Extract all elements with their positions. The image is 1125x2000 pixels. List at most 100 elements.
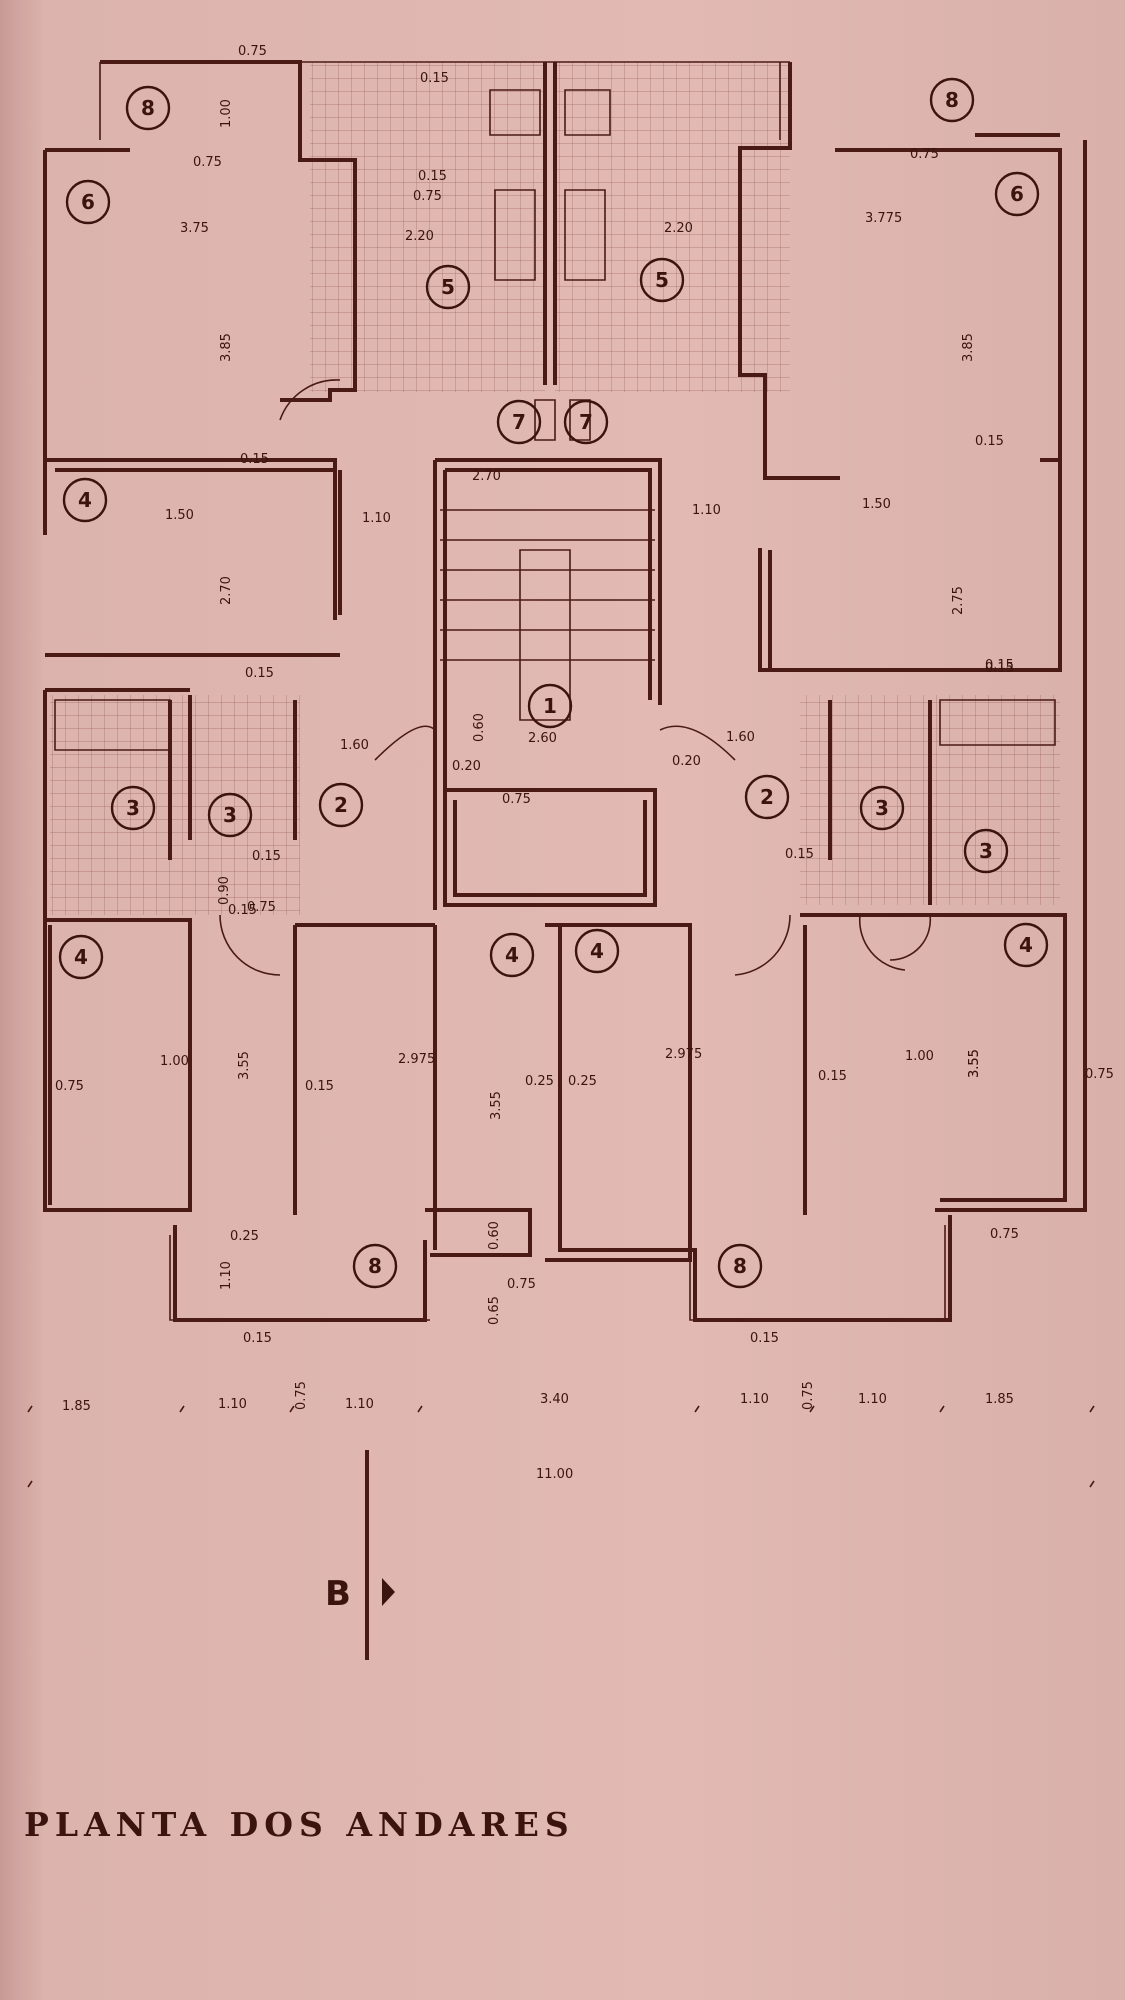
room-marker-3-r2: [963, 828, 1009, 874]
dimension-label: 0.75: [413, 189, 442, 204]
room-label: 4: [1019, 933, 1033, 957]
room-marker-3-r: [859, 785, 905, 831]
dimension-label: 3.775: [865, 211, 902, 226]
dimension-label: 11.00: [536, 1467, 573, 1482]
room-marker-4-ml: [62, 477, 108, 523]
room-label: 1: [543, 694, 557, 718]
dimension-label: 0.20: [672, 754, 701, 769]
dimension-label: 0.75: [247, 900, 276, 915]
room-label: 3: [979, 839, 993, 863]
dimension-label: 3.85: [219, 333, 234, 362]
room-label: 8: [733, 1254, 747, 1278]
partitions: [54, 61, 1056, 1321]
dimension-label: 3.55: [967, 1049, 982, 1078]
dimension-label: 1.10: [219, 1261, 234, 1290]
dimension-label: 0.15: [240, 452, 269, 467]
room-marker-4-bl2: [489, 932, 535, 978]
room-marker-8-tl: [125, 85, 171, 131]
dimension-label: 1.00: [905, 1049, 934, 1064]
dimension-label: 0.15: [818, 1069, 847, 1084]
dimension-label: 3.75: [180, 221, 209, 236]
room-marker-5-r: [639, 257, 685, 303]
drawing-title: PLANTA DOS ANDARES: [24, 1805, 575, 1844]
dimension-label: 1.10: [692, 503, 721, 518]
room-label: 2: [334, 793, 348, 817]
dimension-label: 0.65: [487, 1296, 502, 1325]
dimension-label: 0.15: [252, 849, 281, 864]
dimension-label: 2.70: [472, 469, 501, 484]
room-marker-4-br2: [1003, 922, 1049, 968]
room-marker-4-bl1: [58, 934, 104, 980]
dimension-label: 0.75: [294, 1381, 309, 1410]
dimension-label: 0.75: [801, 1381, 816, 1410]
room-markers: 8 8 6 6 5 5 7 7 4 1 3 3 3 3 2 2 4: [58, 77, 1049, 1289]
dimension-label: 0.15: [305, 1079, 334, 1094]
dimension-label: 0.75: [502, 792, 531, 807]
dimension-label: 0.60: [472, 713, 487, 742]
dimension-label: 0.15: [985, 658, 1014, 673]
dimension-label: 0.15: [985, 661, 1014, 676]
dimension-label: 3.55: [967, 1049, 982, 1078]
dimension-label: 0.25: [525, 1074, 554, 1089]
dimension-label: 1.10: [362, 511, 391, 526]
dimension-label: 3.40: [540, 1392, 569, 1407]
room-label: 4: [74, 945, 88, 969]
dimension-label: 3.85: [961, 333, 976, 362]
dimension-label: 1.60: [726, 730, 755, 745]
dimension-label: 0.75: [990, 1227, 1019, 1242]
dimension-label: 2.975: [398, 1052, 435, 1067]
room-marker-4-br1: [574, 928, 620, 974]
room-marker-8-bl: [352, 1243, 398, 1289]
room-label: 6: [1010, 182, 1024, 206]
dimension-label: 1.00: [160, 1054, 189, 1069]
dimension-label: 1.50: [862, 497, 891, 512]
dimension-label: 0.15: [785, 847, 814, 862]
section-marker: B: [325, 1450, 395, 1660]
room-marker-1: [527, 683, 573, 729]
dimension-label: 2.20: [405, 229, 434, 244]
dimension-label: 0.75: [55, 1079, 84, 1094]
dimension-label: 2.60: [528, 731, 557, 746]
room-marker-8-br: [717, 1243, 763, 1289]
dimension-label: 0.20: [452, 759, 481, 774]
dimension-label: 1.10: [740, 1392, 769, 1407]
room-label: 3: [875, 796, 889, 820]
room-marker-2-l: [318, 782, 364, 828]
room-label: 3: [126, 796, 140, 820]
dimension-label: 0.15: [420, 71, 449, 86]
dimension-label: 3.55: [237, 1051, 252, 1080]
dimension-label: 0.15: [228, 903, 257, 918]
dimension-label: 2.70: [219, 576, 234, 605]
dimension-label: 0.15: [245, 666, 274, 681]
room-label: 7: [579, 410, 593, 434]
room-label: 2: [760, 785, 774, 809]
room-label: 4: [590, 939, 604, 963]
room-label: 8: [141, 96, 155, 120]
dimension-label: 0.75: [238, 44, 267, 59]
walls: [43, 60, 1087, 1322]
room-label: 4: [505, 943, 519, 967]
room-marker-7-l: [496, 399, 542, 445]
dimension-label: 2.975: [665, 1047, 702, 1062]
room-marker-6-l: [65, 179, 111, 225]
section-letter: B: [325, 1574, 351, 1614]
room-label: 8: [945, 88, 959, 112]
room-marker-5-l: [425, 264, 471, 310]
dimension-label: 0.75: [1085, 1067, 1114, 1082]
dimension-label: 1.00: [219, 99, 234, 128]
room-label: 8: [368, 1254, 382, 1278]
room-marker-3-l: [110, 785, 156, 831]
room-marker-7-r: [563, 399, 609, 445]
dimension-ticks: [27, 1405, 1095, 1488]
dimension-label: 0.60: [487, 1221, 502, 1250]
room-label: 5: [655, 268, 669, 292]
dimension-label: 0.25: [230, 1229, 259, 1244]
room-label: 6: [81, 190, 95, 214]
room-marker-8-tr: [929, 77, 975, 123]
dimension-label: 0.75: [507, 1277, 536, 1292]
dimension-label: 1.10: [858, 1392, 887, 1407]
dimension-label: 0.15: [750, 1331, 779, 1346]
dimension-label: 0.15: [243, 1331, 272, 1346]
room-marker-3-l2: [207, 792, 253, 838]
